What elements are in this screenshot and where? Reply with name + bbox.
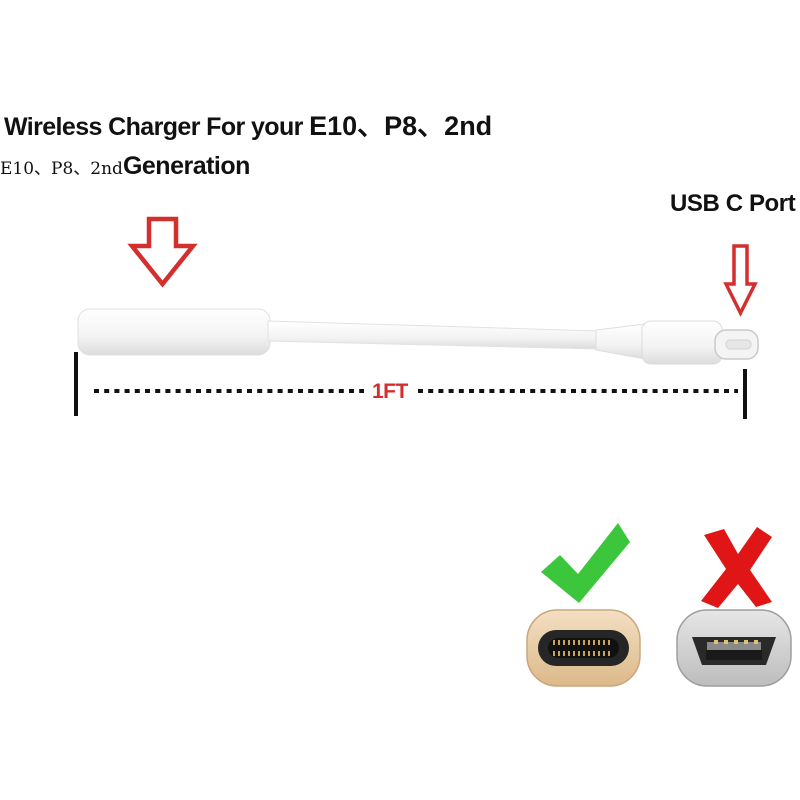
title-prefix: Wireless Charger For your (4, 113, 310, 141)
product-title-line2: E10、P8、2ndGeneration (0, 152, 250, 181)
length-measurement (74, 352, 747, 419)
title-line2-models: E10、P8、2nd (0, 159, 123, 179)
title-line2-suffix: Generation (122, 152, 250, 180)
cable-length-label: 1FT (372, 380, 408, 403)
left-down-arrow-icon (127, 216, 198, 288)
product-title-line1: Wireless Charger For your E10、P8、2nd (4, 104, 492, 143)
micro-usb-connector (676, 609, 792, 687)
left-tick (74, 352, 78, 416)
right-tick (743, 369, 747, 419)
red-x-icon (701, 527, 772, 608)
green-check-icon (541, 523, 630, 603)
cable-wire (267, 320, 599, 350)
cable-housing (77, 308, 271, 356)
usb-c-port-label: USB C Port (670, 190, 796, 217)
plug-body (641, 320, 723, 365)
right-down-arrow-icon (723, 244, 758, 317)
title-models: E10、P8、2nd (309, 111, 493, 141)
usb-c-connector (526, 609, 641, 687)
usb-c-cable (77, 308, 759, 365)
cable-strain-relief (595, 323, 646, 360)
